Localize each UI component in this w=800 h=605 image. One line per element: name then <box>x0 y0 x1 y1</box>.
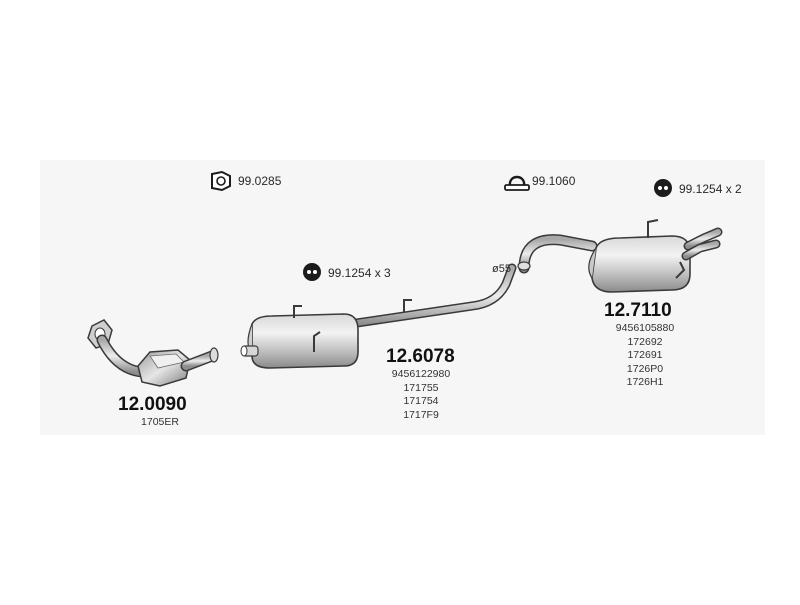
clamp-icon <box>504 175 530 191</box>
ref-number: 1726P0 <box>626 362 664 375</box>
pipe-diameter-label: ø55 <box>492 263 511 275</box>
catalyst-part[interactable] <box>87 319 219 387</box>
rear-silencer-part[interactable] <box>517 219 723 293</box>
ref-number: 172692 <box>627 335 663 348</box>
middle-silencer-code[interactable]: 12.6078 <box>386 346 455 367</box>
middle-silencer-part[interactable] <box>240 263 517 369</box>
catalyst-code[interactable]: 12.0090 <box>118 394 187 415</box>
ref-number: 1705ER <box>141 416 179 428</box>
ref-number: 1717F9 <box>403 408 439 421</box>
ref-number: 172691 <box>627 349 663 361</box>
rubber-mount-middle-label: 99.1254 x 3 <box>328 266 391 280</box>
catalyst-refs: 1705ER <box>130 416 190 430</box>
ref-number: 171755 <box>403 381 439 394</box>
clamp-label: 99.1060 <box>532 174 576 188</box>
rubber-mount-rear-label: 99.1254 x 2 <box>679 182 742 196</box>
ref-number: 9456105880 <box>615 322 675 334</box>
rear-silencer-code[interactable]: 12.7110 <box>604 300 672 321</box>
middle-silencer-refs: 9456122980 171755 171754 1717F9 <box>376 368 466 422</box>
diagram-panel <box>40 160 765 435</box>
gasket-label: 99.0285 <box>238 174 282 188</box>
rubber-mount-icon <box>303 263 321 281</box>
rear-silencer-refs: 9456105880 172692 172691 1726P0 1726H1 <box>600 322 690 390</box>
rubber-mount-icon <box>654 179 672 197</box>
gasket-icon <box>211 170 231 192</box>
ref-number: 1726H1 <box>626 376 664 388</box>
ref-number: 9456122980 <box>391 368 451 380</box>
ref-number: 171754 <box>403 395 439 407</box>
